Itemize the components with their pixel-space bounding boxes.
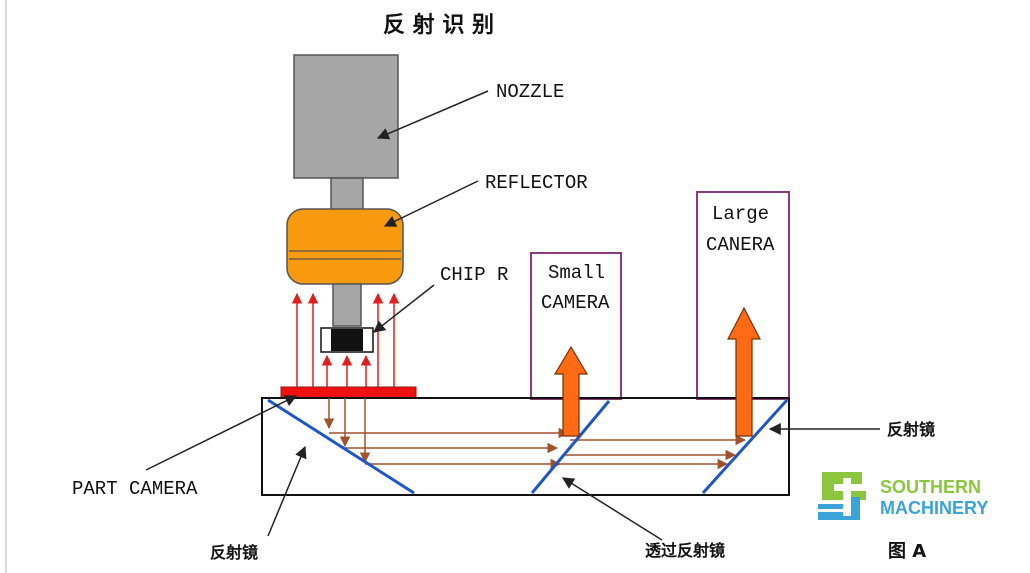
label-mirror-right: 反射镜 xyxy=(887,420,935,439)
leader-reflector xyxy=(383,180,479,227)
nozzle-shaft-upper xyxy=(330,177,364,211)
label-part-camera: PART CAMERA xyxy=(72,478,198,500)
leader-chip xyxy=(373,284,435,333)
leader-mirror-bottom-left xyxy=(267,445,307,537)
label-small-camera-2: CAMERA xyxy=(541,292,610,314)
beams-horizontal xyxy=(329,427,747,470)
beams-down xyxy=(323,398,371,464)
leader-nozzle xyxy=(376,90,489,140)
label-large-camera-2: CANERA xyxy=(706,234,775,256)
logo-mark-icon xyxy=(818,472,866,520)
mirror-right xyxy=(701,398,789,495)
optical-base-box xyxy=(261,397,790,496)
logo-text-line2: MACHINERY xyxy=(880,498,988,518)
nozzle-shaft-lower xyxy=(332,283,362,327)
southern-machinery-logo: SOUTHERN MACHINERY xyxy=(818,472,988,520)
reflector xyxy=(286,208,404,285)
label-chip-r: CHIP R xyxy=(440,264,508,286)
label-nozzle: NOZZLE xyxy=(496,81,564,103)
mirror-left xyxy=(267,398,415,495)
logo-text-line1: SOUTHERN xyxy=(880,477,981,497)
label-figure: 图 A xyxy=(888,541,926,562)
chip-r-body xyxy=(331,329,363,351)
label-small-camera-1: Small xyxy=(548,262,605,284)
arrow-to-large-camera xyxy=(727,306,761,437)
label-half-mirror: 透过反射镜 xyxy=(645,541,725,560)
light-source-bar xyxy=(280,386,417,399)
label-mirror-bottom-left: 反射镜 xyxy=(210,543,258,562)
light-rays-up xyxy=(291,292,400,388)
label-reflector: REFLECTOR xyxy=(485,172,588,194)
nozzle-body xyxy=(293,54,399,179)
arrow-to-small-camera xyxy=(553,345,589,437)
leader-half-mirror xyxy=(561,477,663,541)
diagram-title: 反 射 识 别 xyxy=(383,12,494,38)
mirror-half-transparent xyxy=(530,400,611,494)
leader-part-camera xyxy=(145,395,298,471)
label-large-camera-1: Large xyxy=(712,203,769,225)
